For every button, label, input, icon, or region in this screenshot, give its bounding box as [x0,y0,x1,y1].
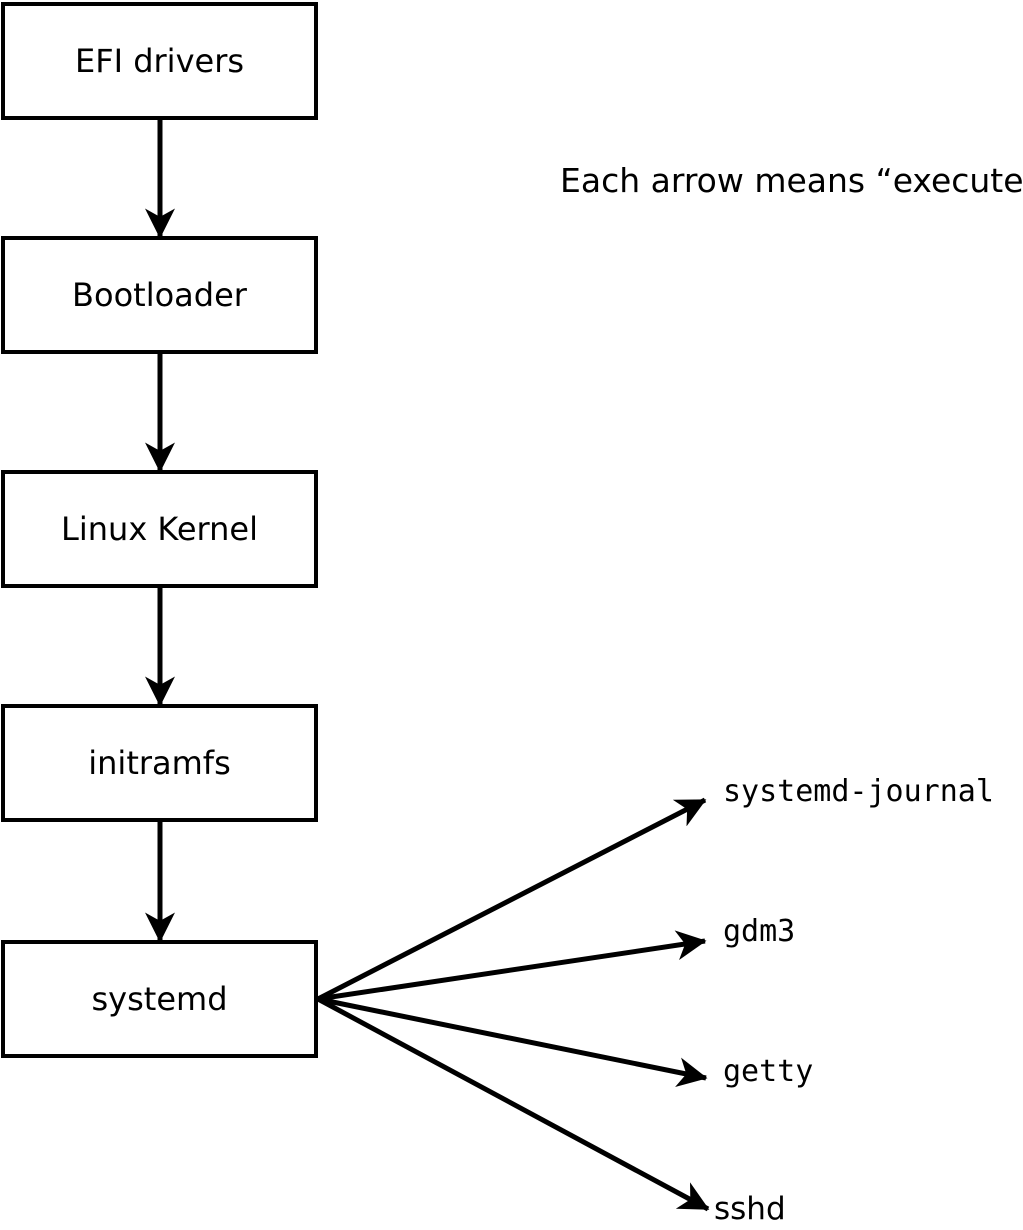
node-label: Bootloader [72,276,247,314]
node-linux-kernel: Linux Kernel [1,470,318,588]
legend-note: Each arrow means “executes”. [560,161,1023,200]
node-label: initramfs [88,744,231,782]
node-systemd: systemd [1,940,318,1058]
node-initramfs: initramfs [1,704,318,822]
target-getty: getty [723,1054,814,1089]
node-label: Linux Kernel [61,510,258,548]
node-efi-drivers: EFI drivers [1,2,318,120]
node-label: EFI drivers [74,42,245,80]
node-label: systemd [91,980,228,1018]
node-bootloader: Bootloader [1,236,318,354]
target-systemd-journal: systemd-journal [723,774,994,809]
target-sshd: sshd [714,1191,786,1227]
target-gdm3: gdm3 [723,914,796,949]
